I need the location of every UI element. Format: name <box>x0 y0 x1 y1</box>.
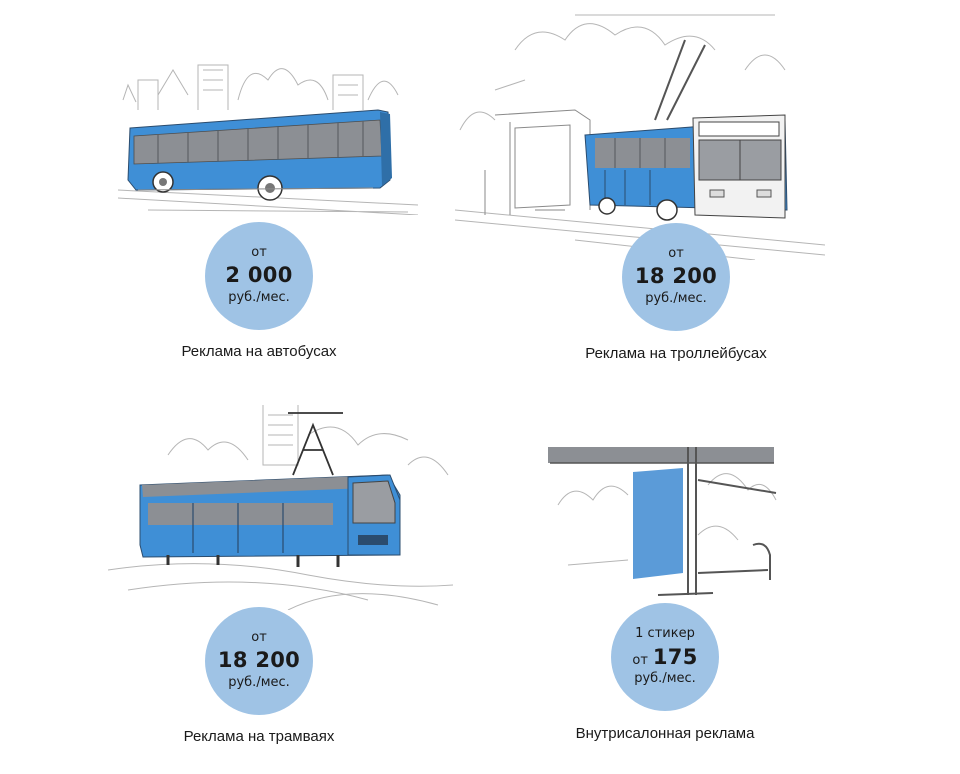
trolleybus-illustration-icon <box>455 14 825 260</box>
bus-illustration-icon <box>118 64 418 215</box>
interior-sticker-illustration-icon <box>548 447 777 596</box>
price-prefix: от <box>251 630 267 646</box>
price-value: 18 200 <box>634 264 718 289</box>
trolleybus-ad-title[interactable]: Реклама на троллейбусах <box>585 345 767 362</box>
trolleybus-price-badge: от 18 200 руб./мес. <box>622 223 730 331</box>
interior-ad-title[interactable]: Внутрисалонная реклама <box>575 725 755 742</box>
price-prefix: от <box>632 653 648 669</box>
price-value: 18 200 <box>217 648 301 673</box>
price-prefix: от <box>251 245 267 261</box>
tram-ad-title[interactable]: Реклама на трамваях <box>183 728 335 745</box>
price-inline: от 175 <box>632 645 697 669</box>
price-unit: руб./мес. <box>228 289 290 305</box>
bus-price-badge: от 2 000 руб./мес. <box>205 222 313 330</box>
bus-ad-title[interactable]: Реклама на автобусах <box>181 343 337 360</box>
price-unit: руб./мес. <box>634 670 696 686</box>
price-unit: руб./мес. <box>228 674 290 690</box>
price-value: 175 <box>652 645 698 670</box>
price-unit: руб./мес. <box>645 290 707 306</box>
tram-illustration-icon <box>108 405 453 610</box>
tram-price-badge: от 18 200 руб./мес. <box>205 607 313 715</box>
price-prefix: от <box>668 246 684 262</box>
price-line1: 1 стикер <box>635 626 695 642</box>
interior-price-badge: 1 стикер от 175 руб./мес. <box>611 603 719 711</box>
price-value: 2 000 <box>225 263 293 288</box>
